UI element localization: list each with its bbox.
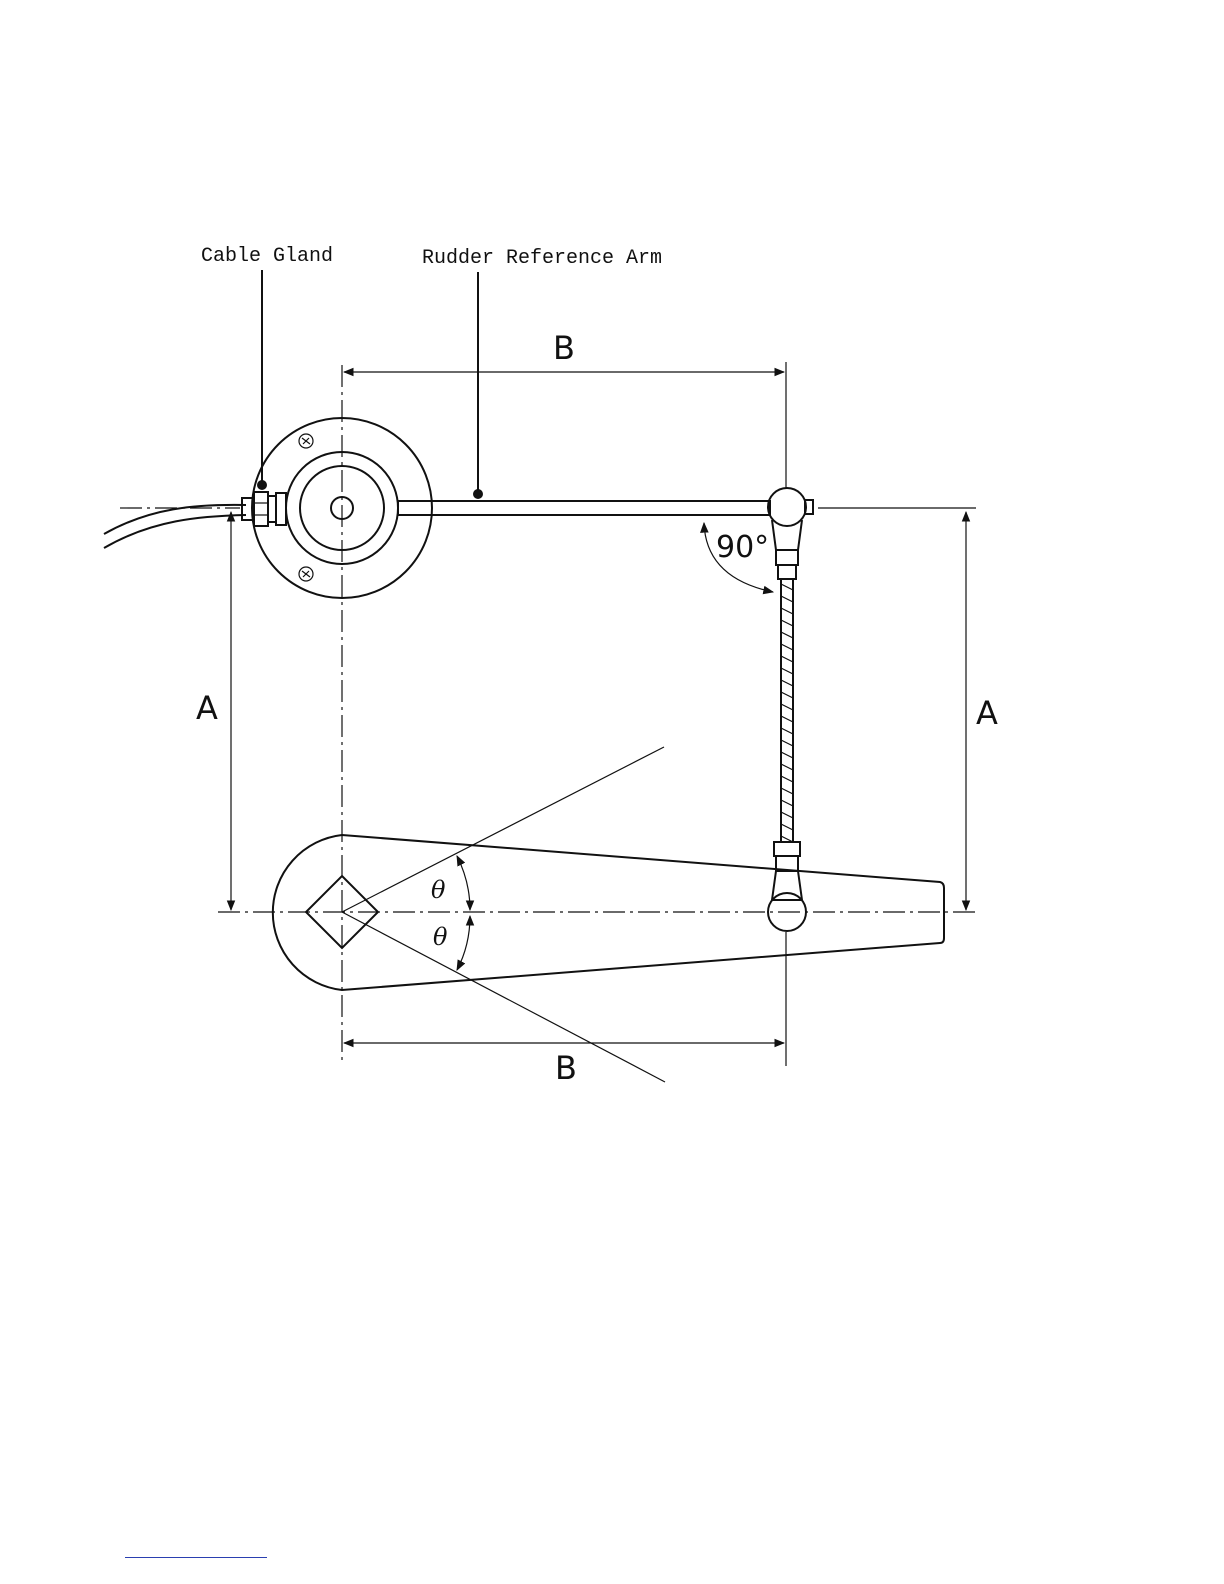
cable-gland-leader — [257, 270, 267, 490]
right-angle-label: 90° — [716, 530, 769, 565]
theta-upper-label: θ — [431, 876, 446, 904]
dimension-b-bottom-label: B — [555, 1049, 577, 1087]
cable-gland — [242, 492, 286, 526]
cable — [104, 505, 246, 548]
dimension-a-right-label: A — [976, 694, 998, 732]
dimension-b-top — [344, 362, 786, 488]
theta-ray-upper — [342, 747, 664, 912]
cable-gland-label: Cable Gland — [201, 245, 333, 268]
theta-arc-upper — [457, 856, 470, 910]
mounting-screw-icon — [299, 567, 313, 581]
rudder-reference-arm-label: Rudder Reference Arm — [422, 247, 662, 270]
dimension-b-top-label: B — [553, 329, 575, 367]
connecting-rod — [781, 580, 793, 842]
dimension-a-right — [818, 508, 976, 910]
theta-arc-lower — [457, 916, 470, 970]
dimension-b-bottom — [344, 932, 786, 1066]
mounting-screw-icon — [299, 434, 313, 448]
reference-arm-leader — [473, 272, 483, 499]
footer-rule — [125, 1557, 267, 1558]
theta-lower-label: θ — [433, 923, 448, 951]
theta-ray-lower — [342, 912, 665, 1082]
dimension-a-left-label: A — [196, 689, 218, 727]
